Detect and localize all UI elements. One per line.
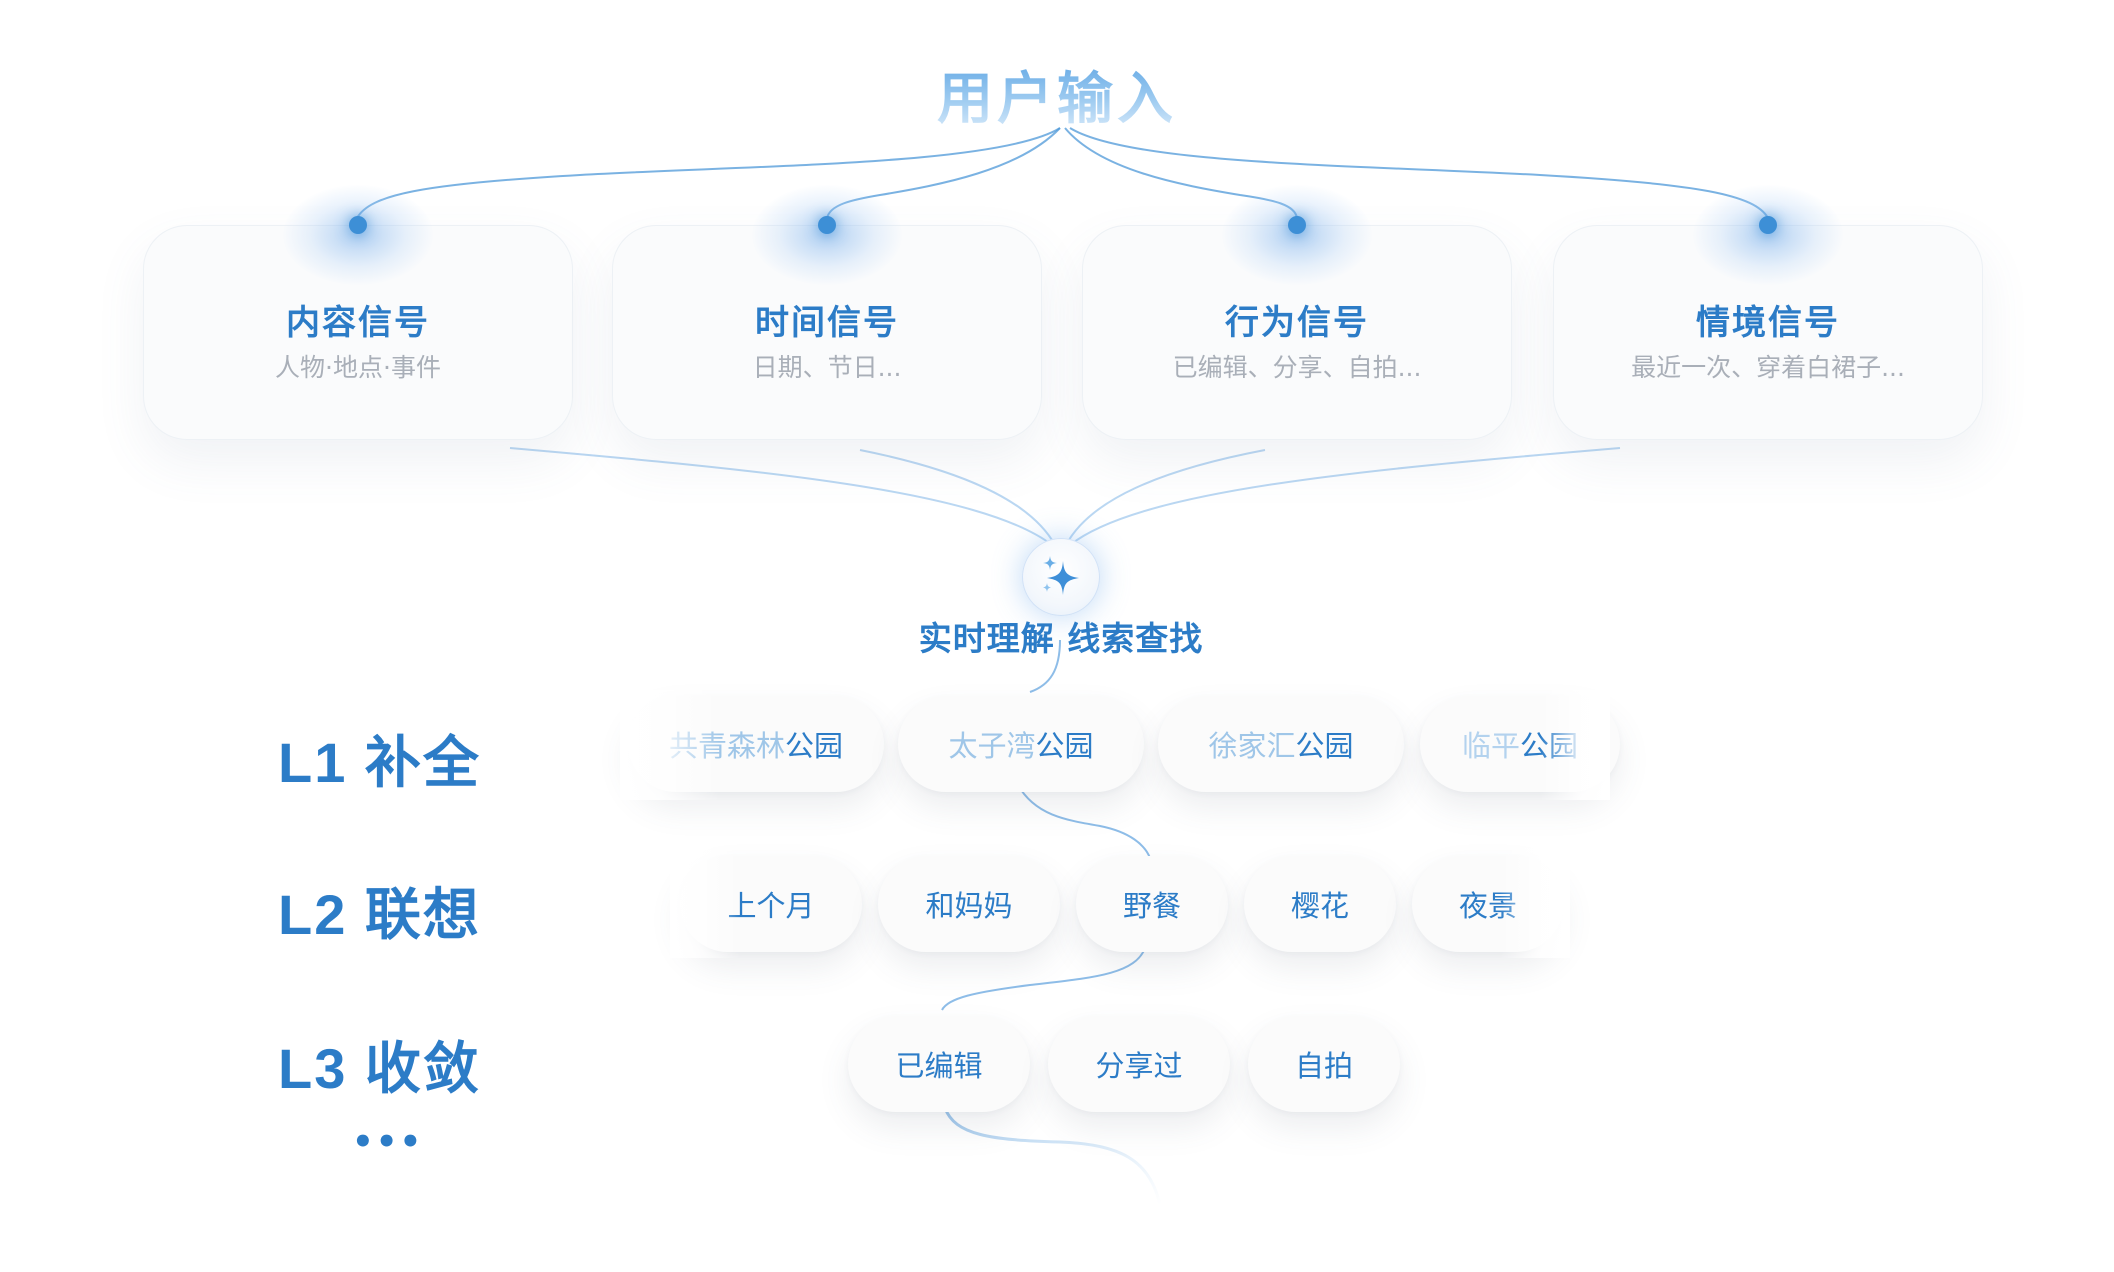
card-subtitle: 最近一次、穿着白裙子... — [1631, 353, 1905, 382]
chip-label: 和妈妈 — [925, 889, 1013, 923]
wire-l2-l3 — [941, 947, 1146, 1011]
wire-title-card-4 — [1069, 127, 1769, 219]
chip-prefix: 太子湾 — [948, 729, 1036, 763]
l1-chip[interactable]: 太子湾公园 — [898, 696, 1144, 792]
card-glow — [1222, 185, 1372, 285]
l3-chip[interactable]: 已编辑 — [848, 1016, 1030, 1112]
page-title: 用户输入 — [857, 54, 1257, 135]
level-label-l3: L3 收敛 — [278, 1037, 481, 1100]
chip-label: 樱花 — [1290, 889, 1349, 923]
chip-label: 上个月 — [727, 889, 815, 923]
card-title: 情境信号 — [1696, 303, 1840, 343]
l3-chip[interactable]: 分享过 — [1048, 1016, 1230, 1112]
l2-chip[interactable]: 野餐 — [1076, 856, 1228, 952]
wire-card-1-hub — [509, 447, 1053, 546]
level-label-l2: L2 联想 — [278, 883, 481, 946]
chip-suffix: 公园 — [1035, 729, 1094, 763]
wire-l3-tail — [943, 1107, 1162, 1206]
sparkle-icon — [1043, 556, 1079, 595]
card-glow — [283, 185, 433, 285]
connector-dot — [1759, 216, 1777, 234]
card-glow — [752, 185, 902, 285]
chip-label: 已编辑 — [895, 1049, 983, 1083]
l3-chip[interactable]: 自拍 — [1248, 1016, 1400, 1112]
wire-card-4-hub — [1069, 447, 1621, 546]
card-title: 时间信号 — [755, 303, 899, 343]
chip-prefix: 徐家汇 — [1208, 729, 1296, 763]
card-subtitle: 已编辑、分享、自拍... — [1172, 353, 1422, 382]
card-title: 行为信号 — [1225, 303, 1369, 343]
fade-mask — [1500, 848, 1570, 958]
chip-label: 野餐 — [1122, 889, 1181, 923]
card-title: 内容信号 — [286, 303, 430, 343]
wire-title-card-1 — [356, 127, 1061, 219]
wire-l1-l2 — [1017, 784, 1151, 859]
l1-chip[interactable]: 徐家汇公园 — [1158, 696, 1404, 792]
signal-card-behavior[interactable]: 行为信号 已编辑、分享、自拍... — [1082, 185, 1512, 440]
card-subtitle: 人物·地点·事件 — [275, 353, 441, 382]
wire-card-2-hub — [859, 449, 1056, 546]
l2-chip[interactable]: 和妈妈 — [878, 856, 1060, 952]
signal-card-content[interactable]: 内容信号 人物·地点·事件 — [143, 185, 573, 440]
chip-suffix: 公园 — [785, 729, 844, 763]
l2-chip[interactable]: 樱花 — [1244, 856, 1396, 952]
more-ellipsis: ••• — [352, 1122, 424, 1162]
card-glow — [1693, 185, 1843, 285]
connector-dot — [818, 216, 836, 234]
fade-mask — [1540, 690, 1610, 800]
chip-label: 自拍 — [1294, 1049, 1353, 1083]
signal-card-time[interactable]: 时间信号 日期、节日... — [612, 185, 1042, 440]
connector-dot — [349, 216, 367, 234]
card-subtitle: 日期、节日... — [752, 353, 902, 382]
signal-card-context[interactable]: 情境信号 最近一次、穿着白裙子... — [1553, 185, 1983, 440]
connector-dot — [1288, 216, 1306, 234]
chip-suffix: 公园 — [1295, 729, 1354, 763]
wire-card-3-hub — [1065, 449, 1266, 546]
chip-prefix: 临平 — [1461, 729, 1520, 763]
chip-label: 分享过 — [1095, 1049, 1183, 1083]
fade-mask — [670, 848, 740, 958]
hub-node[interactable] — [1022, 538, 1100, 616]
hub-label: 实时理解 线索查找 — [918, 619, 1204, 658]
level-label-l1: L1 补全 — [278, 731, 481, 794]
fade-mask — [620, 690, 720, 800]
